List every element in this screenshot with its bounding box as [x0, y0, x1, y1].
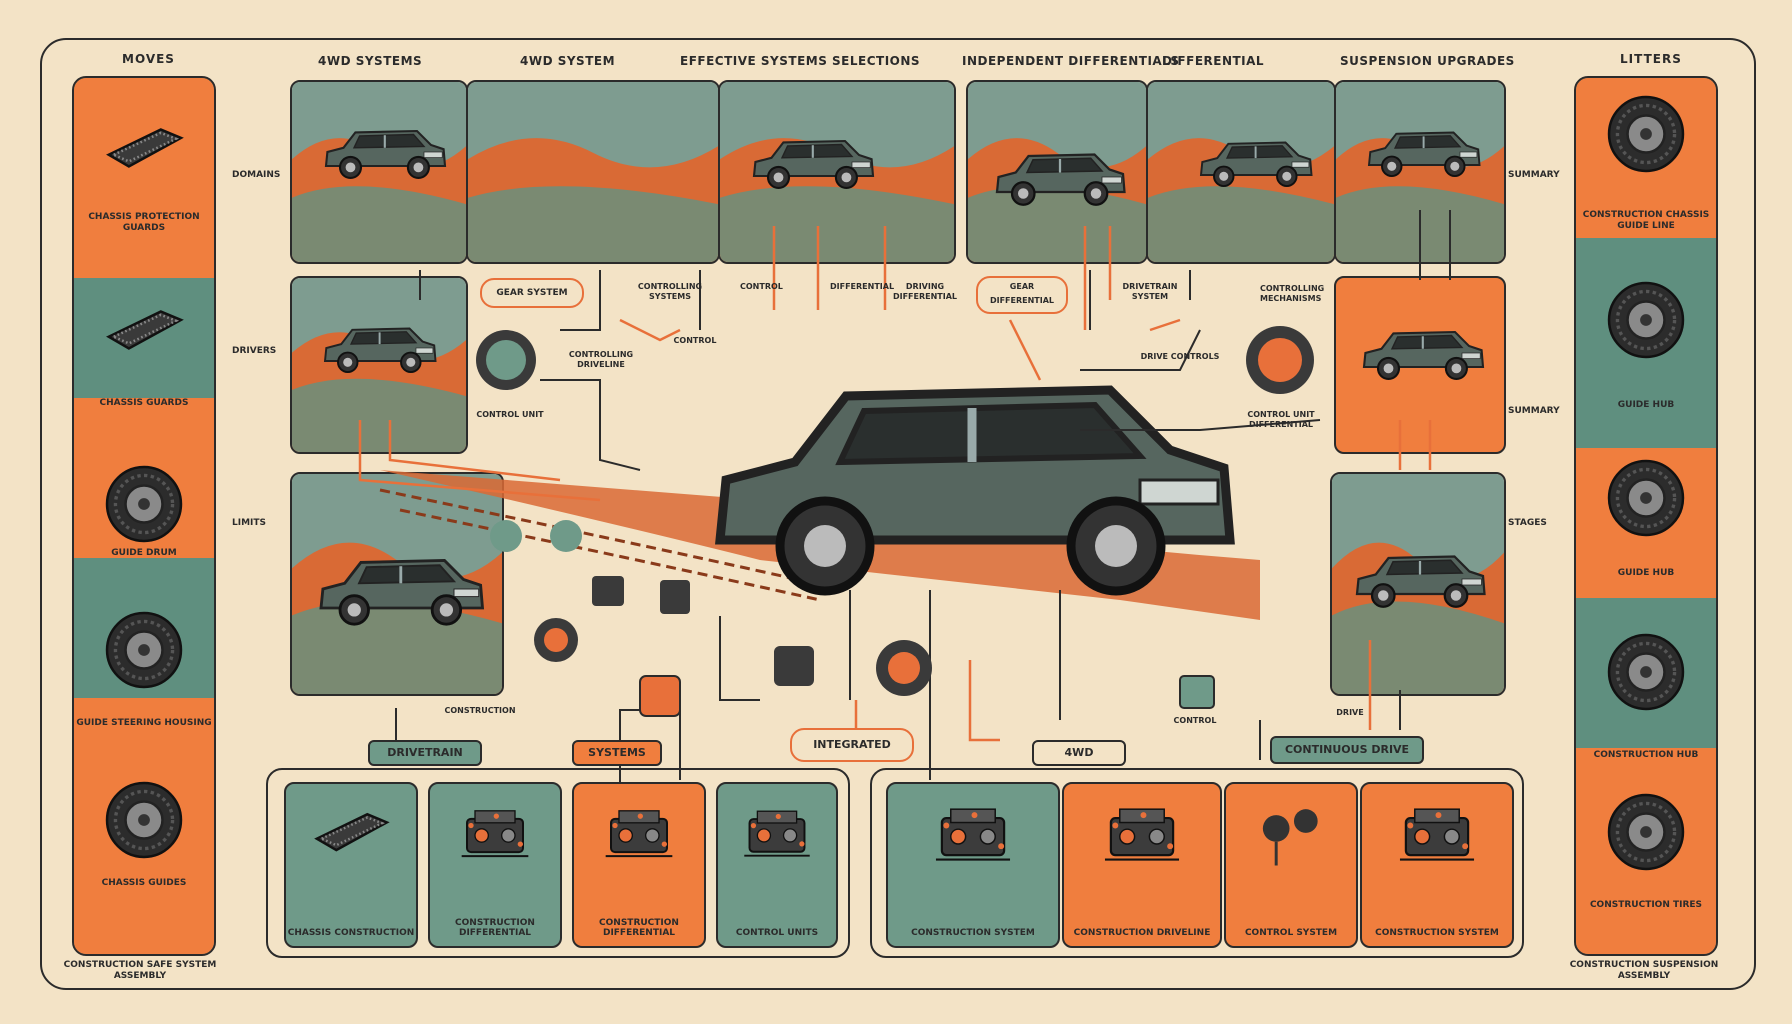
suv-scene-panel: [290, 80, 468, 264]
right-column-title: LITTERS: [1620, 52, 1682, 66]
orange-suv-panel: [290, 472, 504, 696]
callout-control-2: CONTROL: [673, 336, 717, 345]
left-caption-2: CHASSIS GUARDS: [99, 398, 189, 408]
right-footer-caption: CONSTRUCTION SUSPENSION ASSEMBLY: [1569, 960, 1719, 981]
bottom-right-group: [870, 768, 1524, 958]
left-column-title: MOVES: [122, 52, 175, 66]
van-panel: [1334, 276, 1506, 454]
diagram-frame: [40, 38, 1756, 990]
header-differential: DIFFERENTIAL: [1162, 54, 1265, 68]
desert-suv-panel: [1146, 80, 1336, 264]
bottom-card-6: CONSTRUCTION DRIVELINE: [1062, 782, 1222, 948]
bottom-card-7: CONTROL SYSTEM: [1224, 782, 1358, 948]
tag-drivetrain: DRIVETRAIN: [368, 740, 482, 766]
header-effective-systems: EFFECTIVE SYSTEMS SELECTIONS: [680, 54, 921, 68]
offroad-suv-panel: [718, 80, 956, 264]
tag-continuous-drive: CONTINUOUS DRIVE: [1270, 736, 1424, 764]
left-caption-1: CHASSIS PROTECTION GUARDS: [88, 212, 200, 233]
tag-4wd: 4WD: [1032, 740, 1126, 766]
bottom-card-2: CONSTRUCTION DIFFERENTIAL: [428, 782, 562, 948]
left-caption-3: GUIDE DRUM: [111, 548, 177, 558]
left-caption-4: GUIDE STEERING HOUSING: [76, 718, 212, 728]
callout-drive: DRIVE: [1336, 708, 1364, 717]
callout-control-unit: CONTROL UNIT: [476, 410, 544, 419]
right-caption-4: CONSTRUCTION HUB: [1593, 750, 1699, 760]
callout-gear-system: GEAR SYSTEM: [480, 278, 584, 308]
callout-controlling-mechanisms: CONTROLLING MECHANISMS: [1260, 284, 1325, 303]
callout-differential: DIFFERENTIAL: [830, 282, 895, 291]
right-caption-3: GUIDE HUB: [1617, 568, 1675, 578]
bottom-left-group: [266, 768, 850, 958]
callout-drive-controls: DRIVE CONTROLS: [1140, 352, 1220, 361]
hill-suv-panel: [1330, 472, 1506, 696]
callout-control: CONTROL: [740, 282, 783, 291]
label-domains: DOMAINS: [232, 170, 281, 180]
label-limits: LIMITS: [232, 518, 267, 528]
header-4wd-systems: 4WD SYSTEMS: [318, 54, 423, 68]
left-parts-column: CHASSIS PROTECTION GUARDS CHASSIS GUARDS…: [72, 76, 216, 956]
tag-integrated: INTEGRATED: [790, 728, 914, 762]
tag-systems: SYSTEMS: [572, 740, 662, 766]
right-caption-2: GUIDE HUB: [1617, 400, 1675, 410]
label-summary-2: SUMMARY: [1508, 406, 1560, 416]
right-caption-5: CONSTRUCTION TIRES: [1589, 900, 1703, 910]
label-drivers: DRIVERS: [232, 346, 277, 356]
trail-suv-panel: [290, 276, 468, 454]
header-4wd-system: 4WD SYSTEM: [520, 54, 616, 68]
right-parts-column: CONSTRUCTION CHASSIS GUIDE LINE GUIDE HU…: [1574, 76, 1718, 956]
callout-control-unit-differential: CONTROL UNIT DIFFERENTIAL: [1247, 410, 1315, 429]
callout-control-3: CONTROL: [1173, 716, 1217, 725]
right-caption-1: CONSTRUCTION CHASSIS GUIDE LINE: [1582, 210, 1710, 231]
header-suspension-upgrades: SUSPENSION UPGRADES: [1340, 54, 1515, 68]
callout-controlling-systems: CONTROLLING SYSTEMS: [637, 282, 703, 301]
callout-gear-differential: GEAR DIFFERENTIAL: [976, 276, 1068, 314]
callout-drivetrain-system: DRIVETRAIN SYSTEM: [1122, 282, 1178, 301]
bottom-card-5: CONSTRUCTION SYSTEM: [886, 782, 1060, 948]
bottom-card-3: CONSTRUCTION DIFFERENTIAL: [572, 782, 706, 948]
label-stages: STAGES: [1508, 518, 1547, 528]
left-footer-caption: CONSTRUCTION SAFE SYSTEM ASSEMBLY: [63, 960, 217, 981]
callout-driving-differential: DRIVING DIFFERENTIAL: [892, 282, 958, 301]
left-caption-5: CHASSIS GUIDES: [101, 878, 187, 888]
callout-controlling-driveline: CONTROLLING DRIVELINE: [568, 350, 634, 369]
bottom-card-4: CONTROL UNITS: [716, 782, 838, 948]
bottom-card-8: CONSTRUCTION SYSTEM: [1360, 782, 1514, 948]
label-summary: SUMMARY: [1508, 170, 1560, 180]
header-independent-differentials: INDEPENDENT DIFFERENTIALS: [962, 54, 1180, 68]
bottom-card-1: CHASSIS CONSTRUCTION: [284, 782, 418, 948]
callout-construction: CONSTRUCTION: [444, 706, 516, 715]
terrain-panel: [466, 80, 720, 264]
